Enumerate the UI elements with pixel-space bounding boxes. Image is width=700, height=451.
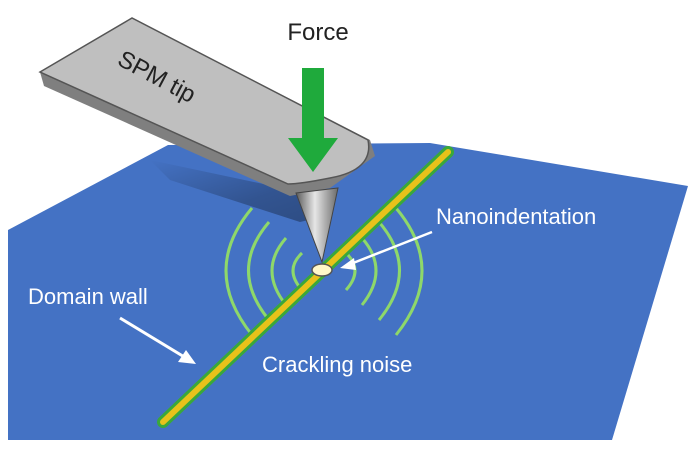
spm-tip-cone — [295, 187, 339, 264]
nanoindentation-mark — [311, 263, 333, 277]
nanoindentation-label: Nanoindentation — [436, 204, 596, 229]
spm-cantilever: SPM tip — [38, 17, 375, 196]
domain-wall-label: Domain wall — [28, 284, 148, 309]
acoustic-waves-left — [224, 207, 304, 336]
nanoindentation-pointer-arrow — [340, 230, 433, 270]
domain-wall-core — [160, 149, 451, 425]
force-arrow — [288, 68, 338, 172]
domain-wall-pointer-arrow — [119, 316, 196, 364]
acoustic-waves-right — [344, 207, 424, 336]
force-label: Force — [287, 19, 348, 46]
cantilever-shadow — [150, 160, 330, 222]
crackling-noise-label: Crackling noise — [262, 352, 412, 377]
sample-surface — [8, 143, 688, 440]
